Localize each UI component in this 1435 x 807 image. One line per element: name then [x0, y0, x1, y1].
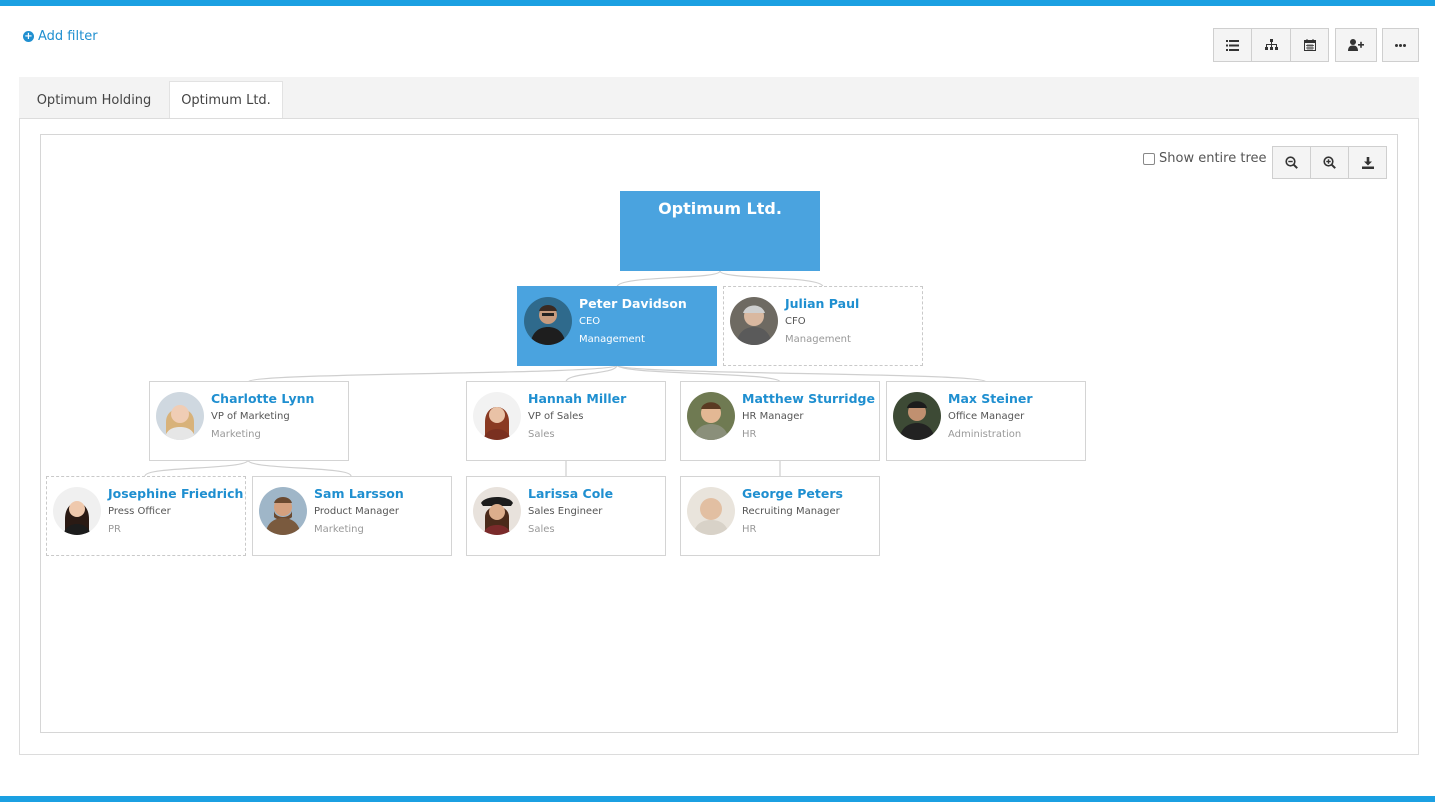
calendar-icon [1303, 39, 1316, 51]
person-title: Sales Engineer [528, 506, 603, 517]
show-entire-tree-checkbox[interactable] [1143, 152, 1155, 165]
person-department: Marketing [211, 429, 261, 440]
company-name: Optimum Ltd. [658, 199, 782, 218]
person-title: Press Officer [108, 506, 171, 517]
tab-label: Optimum Holding [36, 92, 152, 108]
avatar [259, 487, 307, 535]
person-node-max-steiner[interactable]: Max Steiner Office Manager Administratio… [886, 381, 1086, 461]
company-root-node[interactable]: Optimum Ltd. [620, 191, 820, 271]
add-filter-label: Add filter [38, 29, 98, 44]
person-title: VP of Marketing [211, 411, 290, 422]
person-name: Charlotte Lynn [211, 391, 315, 406]
person-title: VP of Sales [528, 411, 584, 422]
user-plus-icon [1348, 39, 1364, 51]
person-title: Office Manager [948, 411, 1025, 422]
org-chart-icon [1264, 39, 1278, 51]
zoom-in-icon [1323, 156, 1336, 169]
person-department: HR [742, 524, 757, 535]
avatar [893, 392, 941, 440]
person-name: George Peters [742, 486, 843, 501]
avatar [473, 392, 521, 440]
avatar [730, 297, 778, 345]
person-node-josephine-friedrich[interactable]: Josephine Friedrich Press Officer PR [46, 476, 246, 556]
person-department: Administration [948, 429, 1022, 440]
person-title: HR Manager [742, 411, 804, 422]
person-node-larissa-cole[interactable]: Larissa Cole Sales Engineer Sales [466, 476, 666, 556]
calendar-view-button[interactable] [1290, 28, 1329, 62]
person-department: Management [579, 334, 645, 345]
plus-circle-icon: + [23, 31, 34, 42]
person-name: Julian Paul [785, 296, 860, 311]
add-person-button[interactable] [1335, 28, 1377, 62]
person-title: Product Manager [314, 506, 399, 517]
person-name: Sam Larsson [314, 486, 404, 501]
person-node-matthew-sturridge[interactable]: Matthew Sturridge HR Manager HR [680, 381, 880, 461]
list-icon [1226, 39, 1239, 51]
bottom-accent-bar [0, 796, 1435, 802]
tab-optimum-holding[interactable]: Optimum Holding [20, 81, 168, 119]
person-node-charlotte-lynn[interactable]: Charlotte Lynn VP of Marketing Marketing [149, 381, 349, 461]
person-name: Max Steiner [948, 391, 1033, 406]
show-entire-tree-toggle[interactable]: Show entire tree [1143, 151, 1267, 166]
download-button[interactable] [1348, 146, 1387, 179]
avatar [687, 392, 735, 440]
person-name: Matthew Sturridge [742, 391, 875, 406]
list-view-button[interactable] [1213, 28, 1252, 62]
person-node-hannah-miller[interactable]: Hannah Miller VP of Sales Sales [466, 381, 666, 461]
person-node-julian-paul[interactable]: Julian Paul CFO Management [723, 286, 923, 366]
person-department: Marketing [314, 524, 364, 535]
person-title: Recruiting Manager [742, 506, 840, 517]
person-name: Larissa Cole [528, 486, 614, 501]
person-department: PR [108, 524, 121, 535]
more-options-button[interactable] [1382, 28, 1419, 62]
avatar [687, 487, 735, 535]
avatar [156, 392, 204, 440]
zoom-out-button[interactable] [1272, 146, 1311, 179]
org-chart-view-button[interactable] [1251, 28, 1291, 62]
zoom-in-button[interactable] [1310, 146, 1349, 179]
more-icon [1395, 43, 1406, 47]
person-department: HR [742, 429, 757, 440]
person-node-sam-larsson[interactable]: Sam Larsson Product Manager Marketing [252, 476, 452, 556]
tab-label: Optimum Ltd. [181, 93, 271, 108]
download-icon [1361, 156, 1374, 169]
tab-optimum-ltd[interactable]: Optimum Ltd. [169, 81, 283, 119]
person-department: Sales [528, 524, 555, 535]
avatar [524, 297, 572, 345]
avatar [473, 487, 521, 535]
zoom-out-icon [1285, 156, 1298, 169]
add-filter-button[interactable]: + Add filter [23, 29, 98, 44]
person-name: Peter Davidson [579, 296, 687, 311]
person-department: Sales [528, 429, 555, 440]
person-title: CEO [579, 316, 601, 327]
show-entire-tree-label: Show entire tree [1159, 151, 1267, 166]
person-node-george-peters[interactable]: George Peters Recruiting Manager HR [680, 476, 880, 556]
person-title: CFO [785, 316, 806, 327]
top-accent-bar [0, 0, 1435, 6]
avatar [53, 487, 101, 535]
person-department: Management [785, 334, 851, 345]
person-name: Hannah Miller [528, 391, 627, 406]
person-node-peter-davidson[interactable]: Peter Davidson CEO Management [517, 286, 717, 366]
person-name: Josephine Friedrich [108, 486, 244, 501]
